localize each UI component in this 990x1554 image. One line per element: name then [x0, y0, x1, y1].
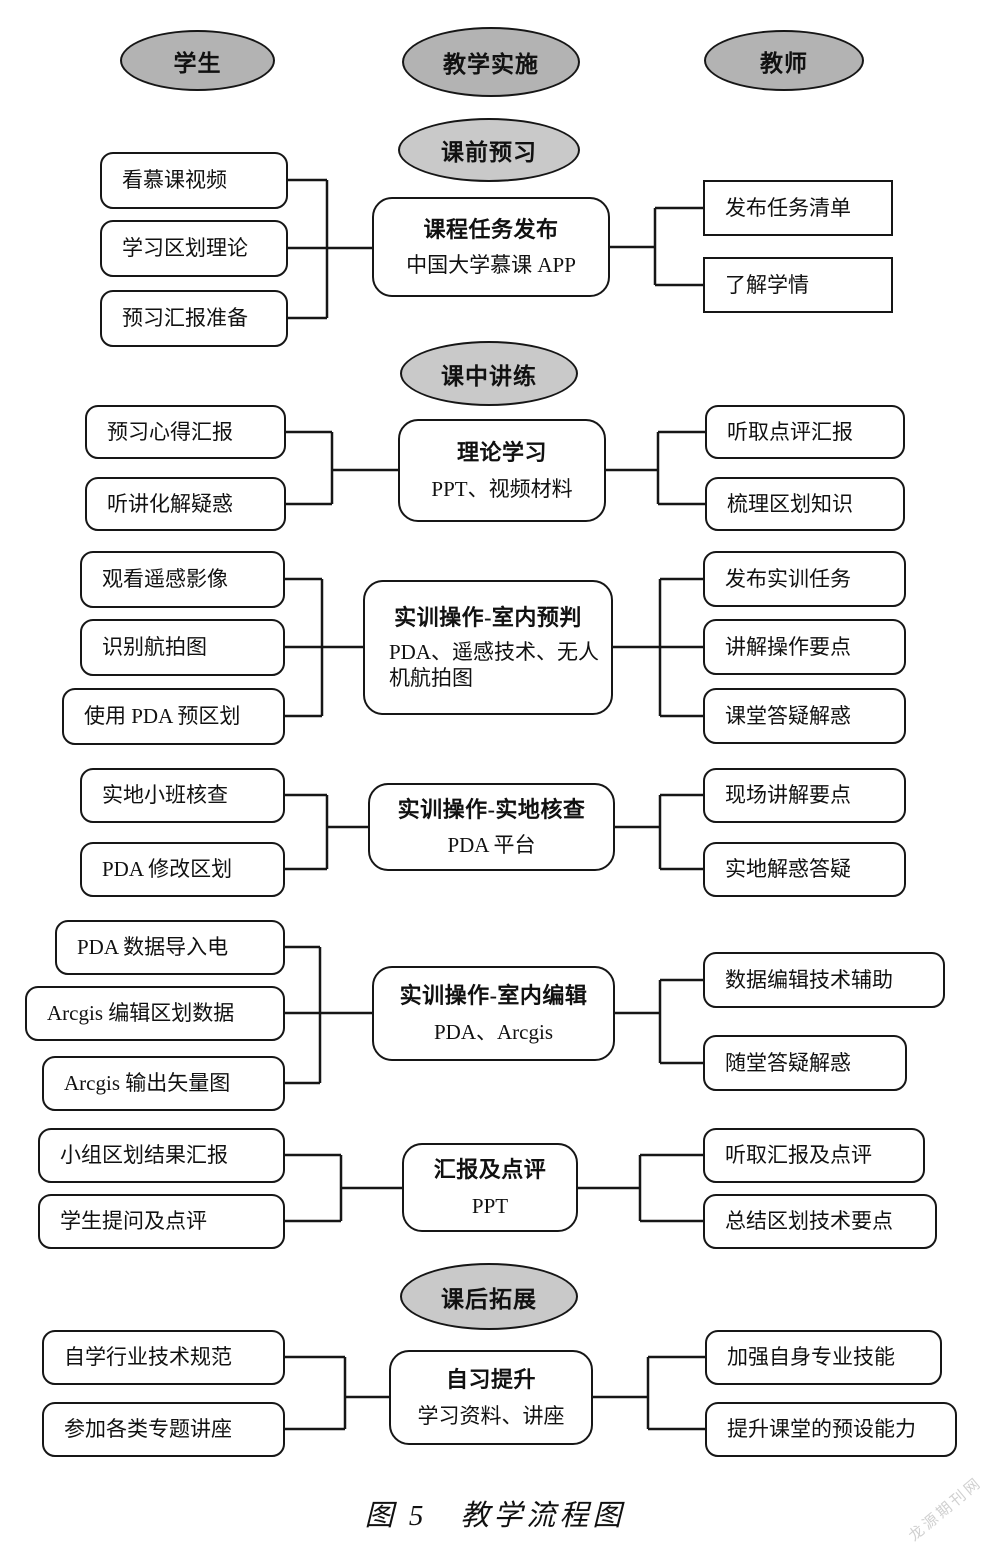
student-box-preview-report-prep: 预习汇报准备 [100, 290, 288, 347]
center-node-field-check: 实训操作-实地核查 PDA 平台 [368, 783, 615, 871]
center-node-sub: PPT、视频材料 [431, 476, 573, 501]
teacher-box-data-edit-assist: 数据编辑技术辅助 [703, 952, 945, 1008]
center-node-title: 汇报及点评 [433, 1157, 547, 1183]
phase-ellipse-post-class: 课后拓展 [400, 1263, 578, 1330]
student-box-listen-resolve-doubts: 听讲化解疑惑 [85, 477, 286, 531]
student-box-watch-mooc: 看慕课视频 [100, 152, 288, 209]
teacher-box-onsite-explain: 现场讲解要点 [703, 768, 906, 823]
center-node-title: 自习提升 [445, 1367, 536, 1393]
teacher-box-publish-training-task: 发布实训任务 [703, 551, 906, 607]
student-box-field-subclass-check: 实地小班核查 [80, 768, 285, 823]
phase-ellipse-pre-class: 课前预习 [398, 118, 580, 182]
lane-ellipse-implementation: 教学实施 [402, 27, 580, 97]
teacher-box-summarize-key-points: 总结区划技术要点 [703, 1194, 937, 1249]
center-node-indoor-prejudge: 实训操作-室内预判 PDA、遥感技术、无人机航拍图 [363, 580, 613, 715]
student-box-preview-report: 预习心得汇报 [85, 405, 286, 459]
teacher-box-know-learning-status: 了解学情 [703, 257, 893, 313]
figure-caption: 图 5 教学流程图 [364, 1500, 626, 1532]
student-box-use-pda-prezoning: 使用 PDA 预区划 [62, 688, 285, 745]
student-box-self-study-standards: 自学行业技术规范 [42, 1330, 285, 1385]
student-box-learn-theory: 学习区划理论 [100, 220, 288, 277]
lane-ellipse-teacher: 教师 [704, 30, 864, 91]
center-node-sub: 学习资料、讲座 [417, 1403, 565, 1428]
center-node-theory-study: 理论学习 PPT、视频材料 [398, 419, 606, 522]
student-box-arcgis-edit-data: Arcgis 编辑区划数据 [25, 986, 285, 1041]
teacher-box-strengthen-skills: 加强自身专业技能 [705, 1330, 942, 1385]
center-node-sub: PDA 平台 [447, 833, 536, 858]
phase-ellipse-in-class: 课中讲练 [400, 341, 578, 406]
student-box-identify-aerial-photo: 识别航拍图 [80, 619, 285, 676]
center-node-task-release: 课程任务发布 中国大学慕课 APP [372, 197, 610, 297]
center-node-sub: PDA、Arcgis [434, 1019, 553, 1044]
center-node-sub: PPT [471, 1193, 509, 1218]
center-node-title: 实训操作-室内编辑 [399, 983, 588, 1009]
student-box-arcgis-export-vector: Arcgis 输出矢量图 [42, 1056, 285, 1111]
teacher-box-listen-review-report: 听取点评汇报 [705, 405, 905, 459]
center-node-title: 课程任务发布 [423, 216, 559, 242]
student-box-pda-modify-zoning: PDA 修改区划 [80, 842, 285, 897]
teacher-box-listen-report-review: 听取汇报及点评 [703, 1128, 925, 1183]
center-node-indoor-edit: 实训操作-室内编辑 PDA、Arcgis [372, 966, 615, 1061]
center-node-sub: 中国大学慕课 APP [406, 253, 576, 278]
center-node-title: 实训操作-实地核查 [397, 796, 586, 822]
student-box-question-comment: 学生提问及点评 [38, 1194, 285, 1249]
center-node-title: 实训操作-室内预判 [394, 605, 582, 630]
student-box-pda-data-import: PDA 数据导入电 [55, 920, 285, 975]
teacher-box-field-qa: 实地解惑答疑 [703, 842, 906, 897]
student-box-attend-lectures: 参加各类专题讲座 [42, 1402, 285, 1457]
student-box-view-remote-sensing: 观看遥感影像 [80, 551, 285, 608]
center-node-report-review: 汇报及点评 PPT [402, 1143, 578, 1232]
teacher-box-class-qa: 课堂答疑解惑 [703, 688, 906, 744]
student-box-group-result-report: 小组区划结果汇报 [38, 1128, 285, 1183]
teacher-box-organize-knowledge: 梳理区划知识 [705, 477, 905, 531]
teacher-box-explain-key-operations: 讲解操作要点 [703, 619, 906, 675]
lane-ellipse-student: 学生 [120, 30, 275, 91]
center-node-title: 理论学习 [456, 440, 547, 466]
center-node-sub: PDA、遥感技术、无人机航拍图 [389, 639, 600, 690]
teacher-box-improve-preset-ability: 提升课堂的预设能力 [705, 1402, 957, 1457]
teacher-box-inclass-qa: 随堂答疑解惑 [703, 1035, 907, 1091]
teacher-box-publish-task-list: 发布任务清单 [703, 180, 893, 236]
center-node-self-improvement: 自习提升 学习资料、讲座 [389, 1350, 593, 1445]
